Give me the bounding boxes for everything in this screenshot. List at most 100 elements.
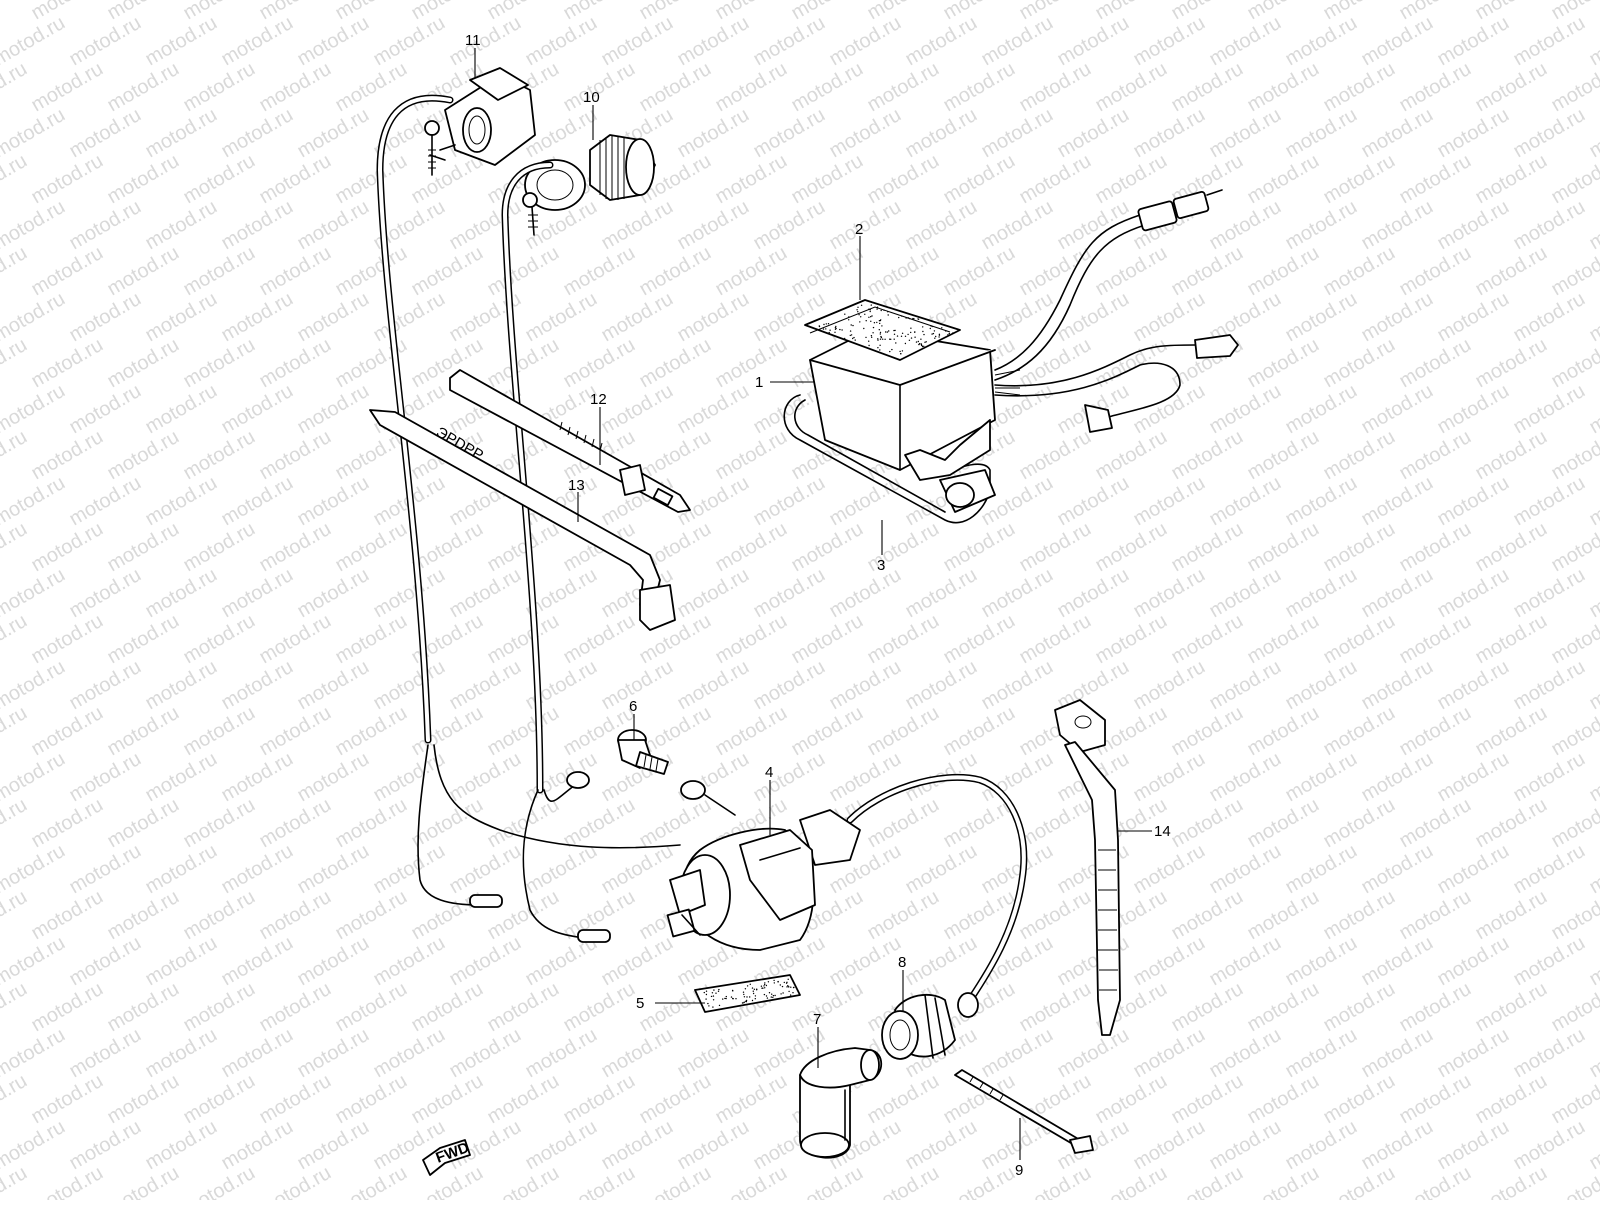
watermark-text: motod.ru	[1320, 610, 1399, 669]
watermark-text: motod.ru	[978, 1024, 1057, 1083]
pad-texture-dot	[918, 319, 919, 320]
watermark-text: motod.ru	[978, 656, 1057, 715]
watermark-text: motod.ru	[1358, 1116, 1437, 1175]
pad-texture-dot	[879, 323, 880, 324]
watermark-text: motod.ru	[1358, 12, 1437, 71]
pad-texture-dot	[707, 1003, 708, 1004]
watermark-text: motod.ru	[1206, 1116, 1285, 1175]
pad-texture-dot	[705, 998, 706, 999]
pad-texture-dot	[724, 998, 725, 999]
pad-texture-dot	[752, 1000, 753, 1001]
pad-texture-dot	[725, 998, 726, 999]
watermark-text: motod.ru	[218, 196, 297, 255]
watermark-text: motod.ru	[408, 1070, 487, 1129]
pad-texture-dot	[924, 342, 925, 343]
pad-texture-dot	[923, 346, 924, 347]
watermark-text: motod.ru	[1282, 932, 1361, 991]
watermark-text: motod.ru	[1510, 748, 1589, 807]
watermark-text: motod.ru	[294, 564, 373, 623]
watermark-text: motod.ru	[864, 0, 943, 24]
watermark-text: motod.ru	[1586, 12, 1600, 71]
pad-texture-dot	[753, 991, 754, 992]
watermark-text: motod.ru	[902, 564, 981, 623]
pad-texture-dot	[888, 314, 889, 315]
pad-texture-dot	[868, 309, 869, 310]
watermark-text: motod.ru	[66, 564, 145, 623]
watermark-text: motod.ru	[0, 196, 69, 255]
pad-texture-dot	[868, 317, 869, 318]
watermark-text: motod.ru	[674, 472, 753, 531]
watermark-text: motod.ru	[66, 196, 145, 255]
watermark-text: motod.ru	[712, 1162, 791, 1200]
pad-texture-dot	[921, 345, 922, 346]
pad-texture-dot	[876, 322, 877, 323]
pad-texture-dot	[762, 988, 763, 989]
watermark-text: motod.ru	[1320, 1162, 1399, 1200]
watermark-text: motod.ru	[104, 426, 183, 485]
watermark-text: motod.ru	[1472, 150, 1551, 209]
watermark-text: motod.ru	[104, 702, 183, 761]
watermark-text: motod.ru	[0, 58, 31, 117]
pad-texture-dot	[868, 345, 869, 346]
watermark-text: motod.ru	[218, 564, 297, 623]
watermark-text: motod.ru	[1358, 656, 1437, 715]
watermark-text: motod.ru	[66, 656, 145, 715]
pad-texture-dot	[880, 339, 881, 340]
watermark-text: motod.ru	[180, 794, 259, 853]
watermark-text: motod.ru	[560, 0, 639, 24]
watermark-text: motod.ru	[0, 932, 69, 991]
watermark-text: motod.ru	[712, 426, 791, 485]
watermark-text: motod.ru	[1016, 610, 1095, 669]
pad-texture-dot	[859, 321, 860, 322]
watermark-text: motod.ru	[1168, 1070, 1247, 1129]
pad-texture-dot	[884, 339, 885, 340]
watermark-text: motod.ru	[1016, 518, 1095, 577]
watermark-text: motod.ru	[1054, 12, 1133, 71]
watermark-text: motod.ru	[1472, 794, 1551, 853]
watermark-text: motod.ru	[1510, 932, 1589, 991]
watermark-text: motod.ru	[1434, 840, 1513, 899]
pad-texture-dot	[856, 309, 857, 310]
watermark-text: motod.ru	[294, 1024, 373, 1083]
watermark-text: motod.ru	[1092, 150, 1171, 209]
watermark-text: motod.ru	[598, 288, 677, 347]
watermark-text: motod.ru	[1282, 196, 1361, 255]
watermark-text: motod.ru	[1054, 472, 1133, 531]
watermark-text: motod.ru	[1472, 242, 1551, 301]
pad-texture-dot	[747, 985, 748, 986]
watermark-text: motod.ru	[218, 472, 297, 531]
watermark-text: motod.ru	[104, 1162, 183, 1200]
watermark-text: motod.ru	[1358, 288, 1437, 347]
pad-texture-dot	[905, 317, 906, 318]
watermark-text: motod.ru	[1016, 150, 1095, 209]
pad-texture-dot	[880, 320, 881, 321]
pad-texture-dot	[718, 991, 719, 992]
watermark-text: motod.ru	[1396, 242, 1475, 301]
watermark-text: motod.ru	[636, 58, 715, 117]
watermark-text: motod.ru	[294, 748, 373, 807]
pad-texture-dot	[746, 1000, 747, 1001]
callout-2: 2	[855, 221, 863, 238]
watermark-text: motod.ru	[1244, 702, 1323, 761]
watermark-text: motod.ru	[256, 426, 335, 485]
pad-texture-dot	[755, 995, 756, 996]
pad-texture-dot	[930, 325, 931, 326]
pad-texture-dot	[753, 993, 754, 994]
pad-texture-dot	[790, 987, 791, 988]
watermark-text: motod.ru	[1282, 840, 1361, 899]
watermark-text: motod.ru	[598, 840, 677, 899]
watermark-text: motod.ru	[788, 0, 867, 24]
watermark-text: motod.ru	[940, 0, 1019, 24]
pad-texture-dot	[918, 341, 919, 342]
pad-texture-dot	[839, 329, 840, 330]
pad-texture-dot	[764, 987, 765, 988]
pad-texture-dot	[874, 322, 875, 323]
watermark-text: motod.ru	[370, 748, 449, 807]
pad-texture-dot	[766, 995, 767, 996]
pad-texture-dot	[910, 328, 911, 329]
watermark-text: motod.ru	[104, 886, 183, 945]
pad-texture-dot	[910, 332, 911, 333]
watermark-text: motod.ru	[1016, 58, 1095, 117]
pad-texture-dot	[877, 307, 878, 308]
watermark-text: motod.ru	[636, 1070, 715, 1129]
